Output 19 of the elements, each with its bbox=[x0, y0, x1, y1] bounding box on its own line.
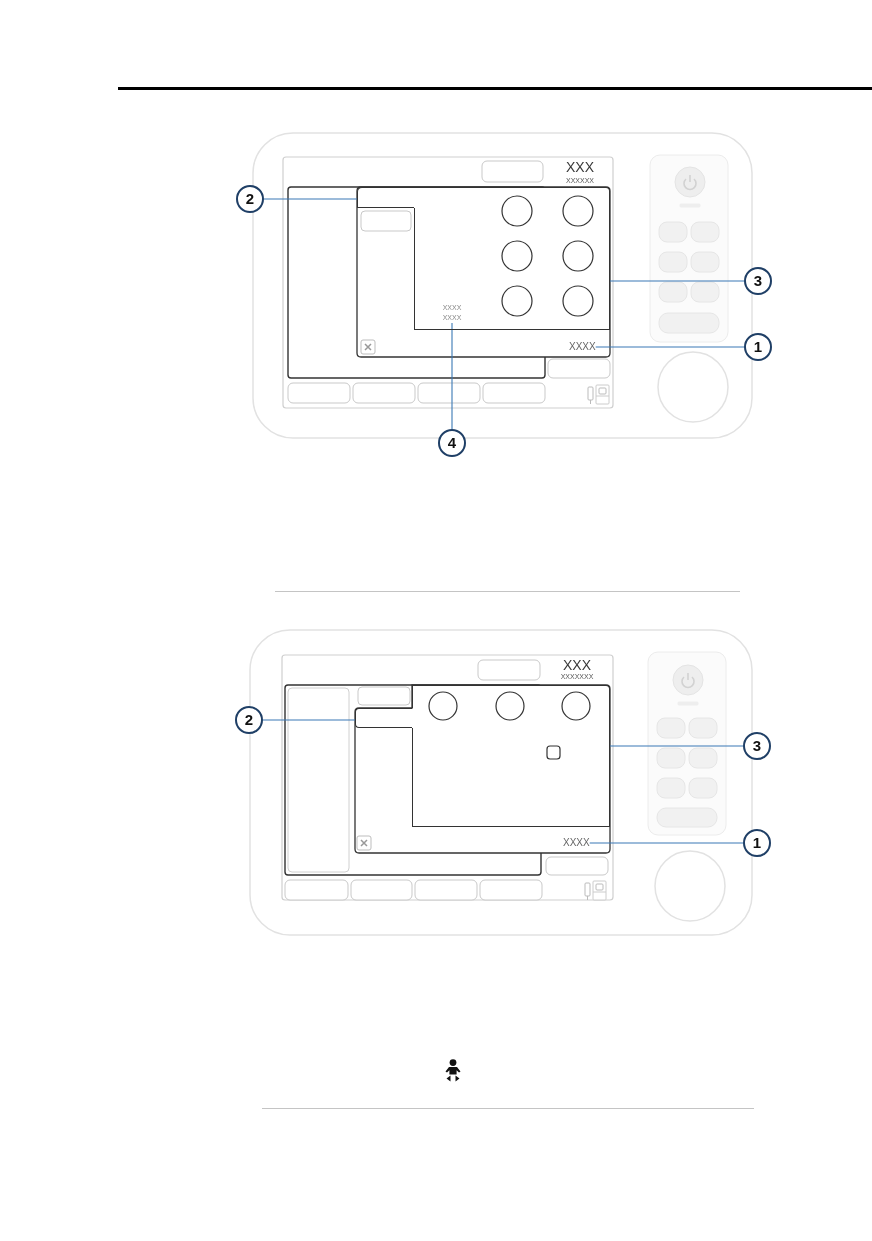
placeholder-text: XXXX bbox=[563, 837, 590, 849]
placeholder-text: XXX bbox=[563, 658, 591, 673]
leader-line bbox=[595, 346, 745, 348]
leader-line bbox=[263, 198, 358, 200]
callout-number: 1 bbox=[744, 333, 772, 361]
leader-line bbox=[609, 280, 745, 282]
placeholder-text: XXX bbox=[566, 160, 594, 175]
callout-number: 3 bbox=[743, 732, 771, 760]
callout-number: 3 bbox=[744, 267, 772, 295]
callout-number: 2 bbox=[235, 706, 263, 734]
leader-line bbox=[609, 745, 744, 747]
content-panel bbox=[412, 685, 610, 827]
callout-number: 1 bbox=[743, 829, 771, 857]
placeholder-text: XXXX bbox=[569, 341, 596, 353]
callout-number: 2 bbox=[236, 185, 264, 213]
content-panel bbox=[414, 187, 610, 330]
leader-line bbox=[589, 842, 744, 844]
leader-line bbox=[262, 719, 356, 721]
callout-number: 4 bbox=[438, 429, 466, 457]
